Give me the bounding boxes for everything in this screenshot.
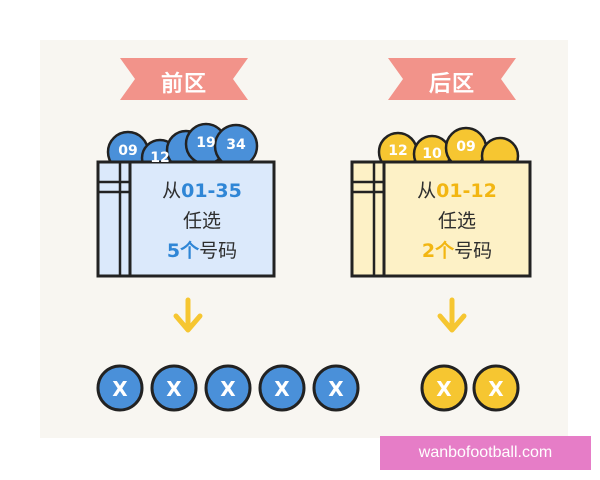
front-count-line: 5个号码 <box>166 240 238 262</box>
front-answer-mark: X <box>220 377 236 401</box>
front-answer-mark: X <box>328 377 344 401</box>
back-answer-ball <box>472 364 520 412</box>
back-range-line: 从01-12 <box>417 180 497 202</box>
front-pile-label: 19 <box>196 135 216 151</box>
front-answer-mark: X <box>166 377 182 401</box>
front-answer-ball <box>150 364 198 412</box>
back-range: 01-12 <box>436 180 497 202</box>
back-pile-label: 12 <box>388 143 408 159</box>
front-answer-mark: X <box>274 377 290 401</box>
back-answer-mark: X <box>488 377 504 401</box>
back-ribbon <box>388 58 516 100</box>
back-answer-ball <box>420 364 468 412</box>
front-box-text: 从01-35 任选 5个号码 <box>130 176 274 266</box>
front-answer-ball <box>258 364 306 412</box>
front-answer-balls <box>96 364 360 412</box>
front-answer-ball <box>204 364 252 412</box>
front-pick-line: 任选 <box>182 210 221 232</box>
front-answer-ball <box>312 364 360 412</box>
back-count: 2个 <box>421 240 455 262</box>
back-count-line: 2个号码 <box>421 240 493 262</box>
watermark: wanbofootball.com <box>380 436 591 470</box>
back-pick-line: 任选 <box>437 210 476 232</box>
front-pile-label: 12 <box>150 150 170 166</box>
back-box-text: 从01-12 任选 2个号码 <box>384 176 530 266</box>
front-box <box>96 160 276 278</box>
front-ribbon <box>120 58 248 100</box>
back-title: 后区 <box>428 72 475 97</box>
front-range-line: 从01-35 <box>162 180 242 202</box>
back-down-arrow-icon <box>437 297 467 333</box>
back-answer-mark: X <box>436 377 452 401</box>
front-ball-pile <box>106 122 259 178</box>
front-range: 01-35 <box>181 180 242 202</box>
back-answer-balls <box>420 364 520 412</box>
front-answer-mark: X <box>112 377 128 401</box>
front-pile-label: 34 <box>226 137 246 153</box>
back-box <box>350 160 532 278</box>
front-down-arrow-icon <box>173 297 203 333</box>
front-count: 5个 <box>166 240 200 262</box>
front-answer-ball <box>96 364 144 412</box>
front-pile-label: 09 <box>118 143 138 159</box>
front-title: 前区 <box>160 72 207 97</box>
back-pile-label: 09 <box>456 139 476 155</box>
back-pile-label: 10 <box>422 146 442 162</box>
